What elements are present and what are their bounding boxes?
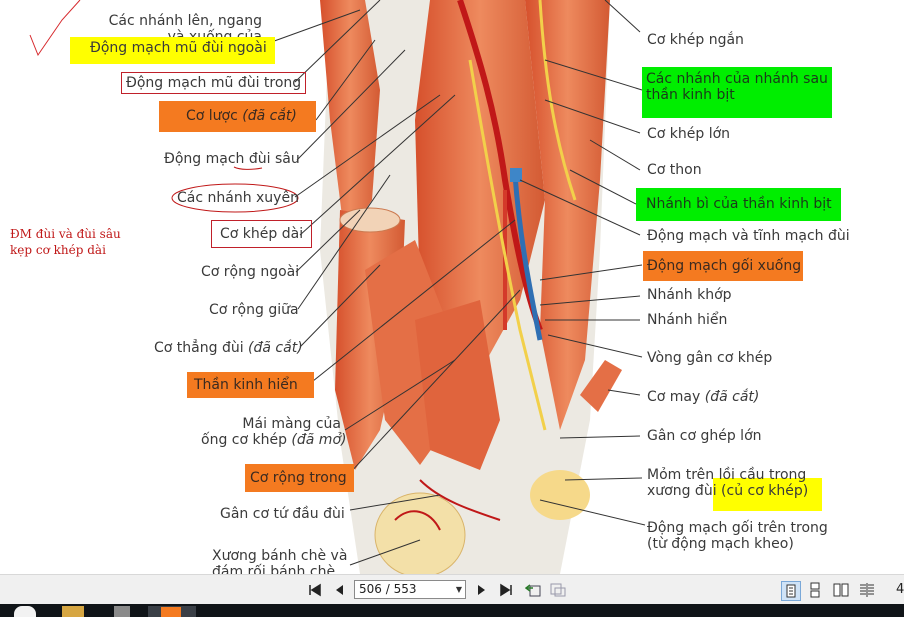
prev-page-icon[interactable] [330,581,348,599]
start-icon[interactable] [14,606,36,617]
label-co-khep-dai: Cơ khép dài [211,220,313,248]
muscle-vastus-medialis [415,300,500,470]
continuous-icon[interactable] [806,581,824,599]
folder-icon[interactable] [62,606,84,617]
two-page-continuous-icon[interactable] [858,581,876,599]
highlight-cu-co-khep [713,478,822,511]
last-page-icon[interactable] [497,581,515,599]
annotation-note: ĐM đùi và đùi sâu kẹp cơ khép dài [10,227,121,257]
label-dm-tm-dui: Động mạch và tĩnh mạch đùi [647,228,850,244]
go-forward-icon[interactable] [549,581,567,599]
label-vong-gan: Vòng gân cơ khép [647,350,773,366]
label-xuong-banh-che: Xương bánh chè và đám rối bánh chè [212,548,348,574]
label-dm-mu-dui-ngoai: Động mạch mũ đùi ngoài [70,37,275,64]
app-icon[interactable] [114,606,130,617]
page-number-field[interactable]: 506 / 553 ▼ [354,580,466,599]
label-co-rong-giua: Cơ rộng giữa [209,302,299,318]
pdf-reader-taskbar-icon[interactable] [148,606,196,617]
label-dm-dui-sau: Động mạch đùi sâu [164,151,300,167]
anatomy-illustration [29,0,646,574]
two-page-icon[interactable] [832,581,850,599]
pdf-page: Các nhánh lên, ngang và xuống của Động m… [10,0,850,574]
label-dm-mu-dui-trong: Động mạch mũ đùi trong [121,72,307,94]
go-back-icon[interactable] [524,581,542,599]
label-than-kinh-hien: Thần kinh hiển [187,372,314,398]
muscle-gracilis [525,0,610,430]
label-dm-goi-tren-trong: Động mạch gối trên trong (từ động mạch k… [647,520,828,552]
label-mom-tren-loi-cau: Mỏm trên lồi cầu trong xương đùi (củ cơ … [647,467,809,499]
label-co-rong-trong: Cơ rộng trong [245,464,354,492]
label-co-khep-ngan: Cơ khép ngắn [647,32,744,48]
muscle-pectineus [320,0,380,240]
label-co-luoc: Cơ lược (đã cắt) [159,101,316,132]
muscle-sartorius-cut [580,360,622,412]
label-nhanh-bi-tk-bit: Nhánh bì của thần kinh bịt [636,188,841,221]
label-gan-co-khep-lon: Gân cơ ghép lớn [647,428,762,444]
label-dm-goi-xuong: Động mạch gối xuống [643,251,803,281]
label-co-may: Cơ may (đã cắt) [647,389,760,405]
single-page-icon[interactable] [781,581,801,601]
label-co-rong-ngoai: Cơ rộng ngoài [201,264,300,280]
annotation-circle [171,183,299,213]
label-nhanh-sau-tk-bit: Các nhánh của nhánh sau thần kinh bịt [642,67,832,118]
taskbar [0,604,904,617]
label-nhanh-xuyen: Các nhánh xuyên [177,190,299,206]
label-gan-co-tu-dau: Gân cơ tứ đầu đùi [220,506,345,522]
chevron-down-icon[interactable]: ▼ [455,585,462,594]
label-co-thon: Cơ thon [647,162,702,178]
label-nhanh-khop: Nhánh khớp [647,287,732,303]
toolbar-edge-text: 4 [896,582,904,597]
label-co-khep-lon: Cơ khép lớn [647,126,731,142]
first-page-icon[interactable] [306,581,324,599]
label-nhanh-hien: Nhánh hiển [647,312,728,328]
label-co-thang-dui: Cơ thẳng đùi (đã cắt) [154,340,303,356]
label-mai-mang: Mái màng của ống cơ khép (đã mở) [201,416,347,448]
pdf-toolbar: 506 / 553 ▼ 4 [0,574,904,605]
next-page-icon[interactable] [473,581,491,599]
